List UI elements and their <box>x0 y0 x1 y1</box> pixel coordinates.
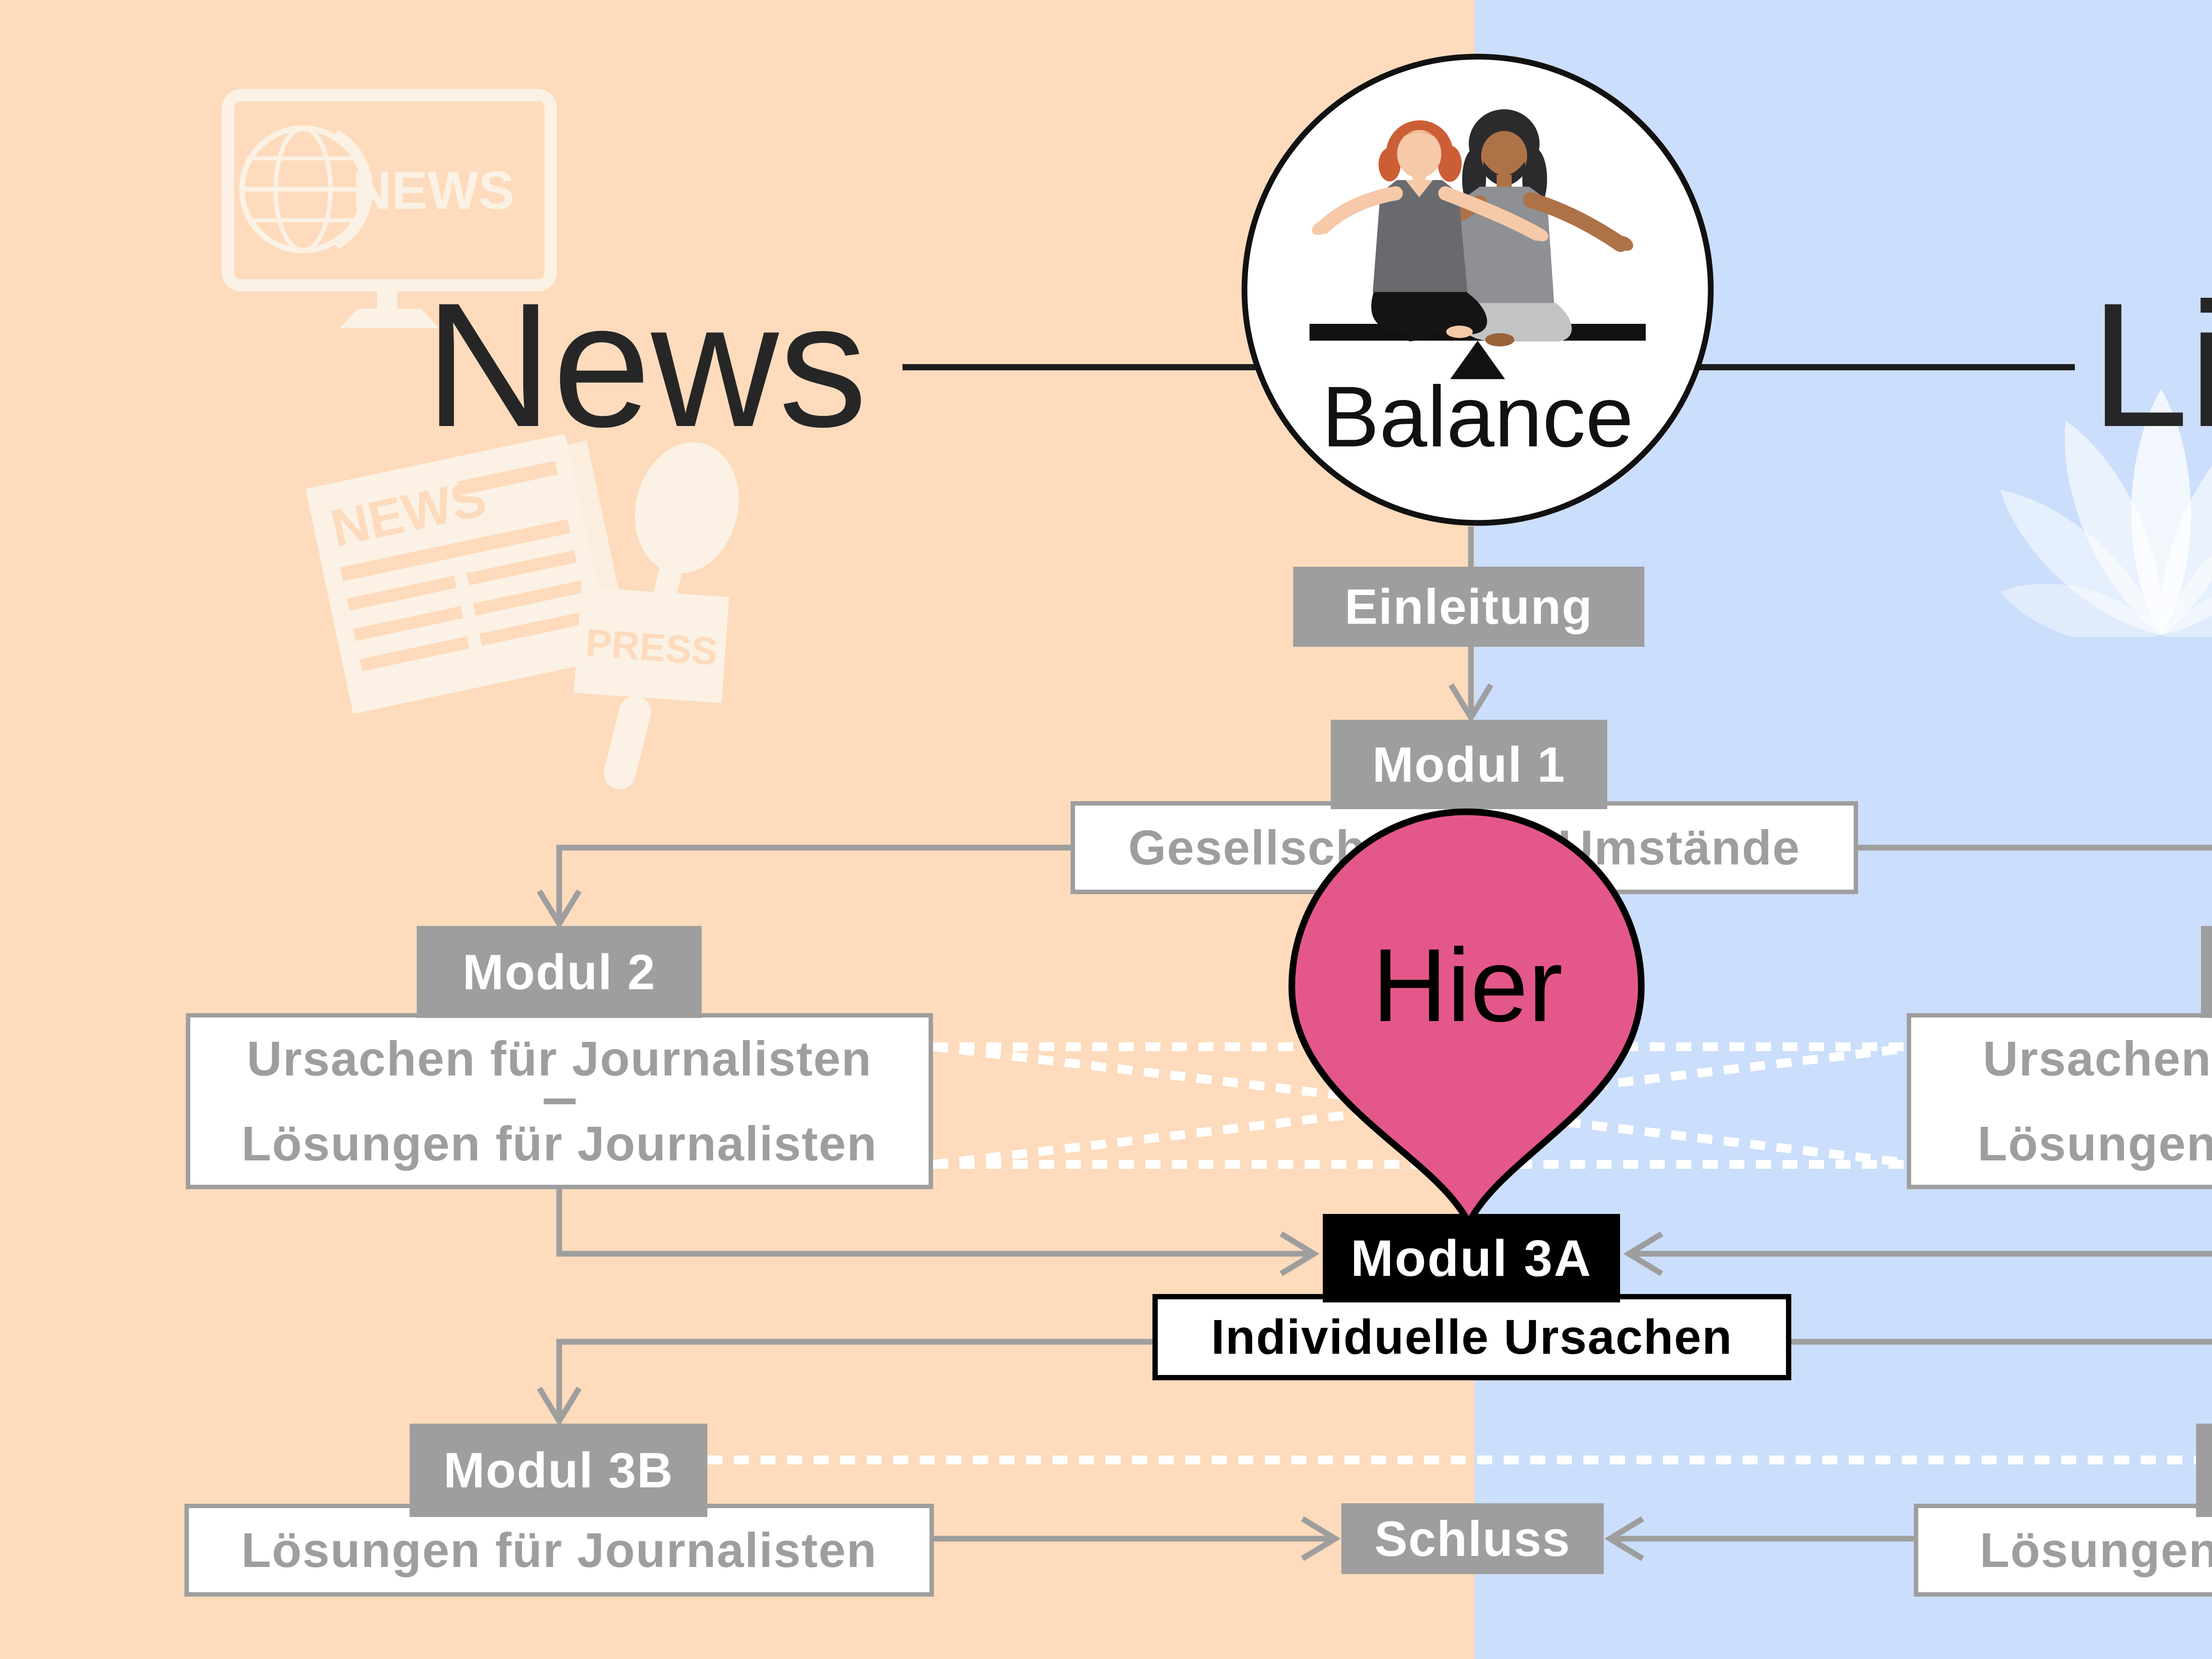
arrowhead-right-icon <box>1301 1516 1341 1561</box>
life-title: Life <box>2090 266 2212 464</box>
separator-dash <box>543 1098 576 1104</box>
dotted-cross-links <box>707 1042 2196 1464</box>
modul2-left-label: Modul 2 <box>462 944 656 1000</box>
tv-news-icon: NEWS <box>222 89 557 328</box>
modul3b-right-subtitle: Lösungen für Mediennutzende <box>1980 1523 2212 1578</box>
newspaper-icon: NEWS <box>305 434 630 714</box>
tv-screen-text: NEWS <box>353 160 515 220</box>
arrowhead-right-icon <box>1279 1231 1320 1276</box>
modul3a-subtitle-box[interactable]: Individuelle Ursachen <box>1152 1294 1791 1380</box>
modul2-left-line1: Ursachen für Journalisten <box>246 1031 872 1086</box>
modul3b-left-subtitle: Lösungen für Journalisten <box>241 1523 877 1578</box>
arrowhead-down-icon <box>1448 683 1494 723</box>
press-flag-text: PRESS <box>584 621 719 674</box>
hier-location-pin[interactable]: Hier <box>1274 796 1663 1239</box>
balance-circle-illustration <box>1241 54 1714 526</box>
einleitung-box[interactable]: Einleitung <box>1293 567 1644 647</box>
modul1-box[interactable]: Modul 1 <box>1331 720 1607 809</box>
modul3a-box[interactable]: Modul 3A <box>1323 1214 1620 1302</box>
arrowhead-left-icon <box>1623 1231 1663 1276</box>
modul2-right-content-box[interactable]: Ursachen für Mediennutzende Lösungen für… <box>1907 1013 2212 1189</box>
modul1-label: Modul 1 <box>1372 737 1566 792</box>
modul3a-subtitle: Individuelle Ursachen <box>1211 1310 1733 1364</box>
modul3b-left-label: Modul 3B <box>443 1443 674 1498</box>
modul3b-left-content-box[interactable]: Lösungen für Journalisten <box>184 1504 934 1597</box>
modul3b-right-box[interactable]: Modul 3B <box>2196 1424 2212 1517</box>
flow-arrows <box>537 526 2212 1561</box>
modul2-right-box[interactable]: Modul 2 <box>2201 926 2212 1018</box>
pin-shape-icon <box>1288 808 1645 1231</box>
balance-label: Balance <box>1321 369 1634 465</box>
modul2-left-content-box[interactable]: Ursachen für Journalisten Lösungen für J… <box>186 1013 933 1189</box>
modul3b-left-box[interactable]: Modul 3B <box>410 1424 707 1517</box>
modul3b-right-content-box[interactable]: Lösungen für Mediennutzende <box>1914 1504 2212 1597</box>
lotus-icon <box>2000 389 2212 637</box>
modul2-right-line2: Lösungen für Mediennutzende <box>1978 1116 2212 1171</box>
globe-icon <box>239 125 373 253</box>
modul2-left-box[interactable]: Modul 2 <box>417 926 702 1018</box>
modul2-left-line2: Lösungen für Journalisten <box>241 1116 878 1171</box>
modul2-right-line1: Ursachen für Mediennutzende <box>1983 1031 2212 1086</box>
arrowhead-down-icon <box>537 889 582 929</box>
news-title: News <box>425 266 868 464</box>
schluss-label: Schluss <box>1374 1511 1571 1567</box>
arrowhead-left-icon <box>1604 1516 1644 1561</box>
schluss-box[interactable]: Schluss <box>1341 1503 1604 1574</box>
einleitung-label: Einleitung <box>1344 579 1593 634</box>
press-microphone-icon: PRESS <box>574 442 739 790</box>
arrowhead-down-icon <box>537 1386 582 1427</box>
modul3a-label: Modul 3A <box>1351 1229 1592 1287</box>
man-figure <box>1444 109 1633 346</box>
woman-figure <box>1312 120 1548 342</box>
hier-label: Hier <box>1372 927 1563 1043</box>
